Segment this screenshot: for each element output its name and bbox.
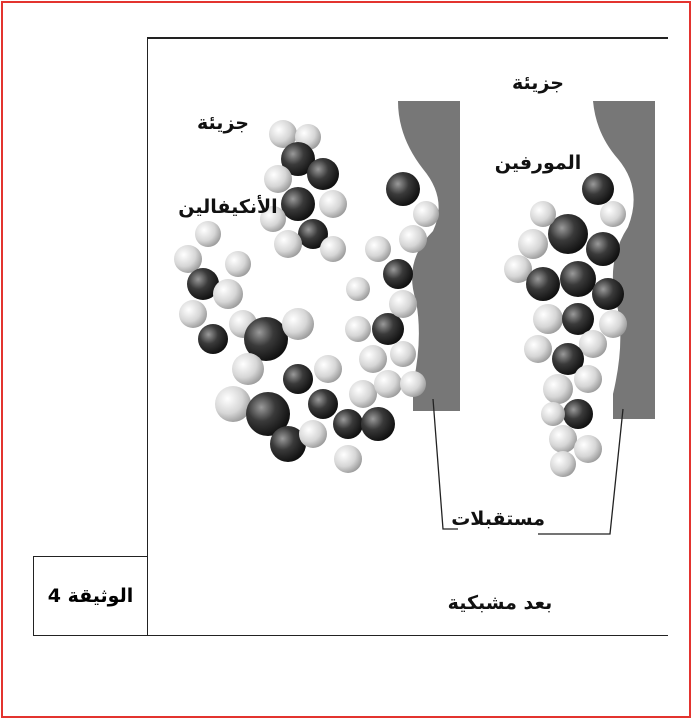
receptors-label: مستقبلات [451,508,545,530]
receptor-left [398,101,460,411]
morphine-label-line2: المورفين [494,152,582,174]
enkephalin-molecule [174,120,439,473]
figure-caption: بعد مشبكية [447,592,553,614]
receptor-right [593,101,655,419]
bottom-rule [33,635,668,636]
enkephalin-label-line2: الأنكيفالين [178,196,278,218]
receptor-pointer-lines [432,398,624,535]
molecule-illustration [174,101,655,535]
enkephalin-label-line1: جزيئة [197,112,249,134]
document-number-cell [33,556,148,636]
morphine-label-line1: جزيئة [512,72,564,94]
morphine-molecule [504,173,627,477]
figure-box [147,37,669,636]
top-rule [147,37,668,39]
document-number: الوثيقة 4 [47,585,134,607]
